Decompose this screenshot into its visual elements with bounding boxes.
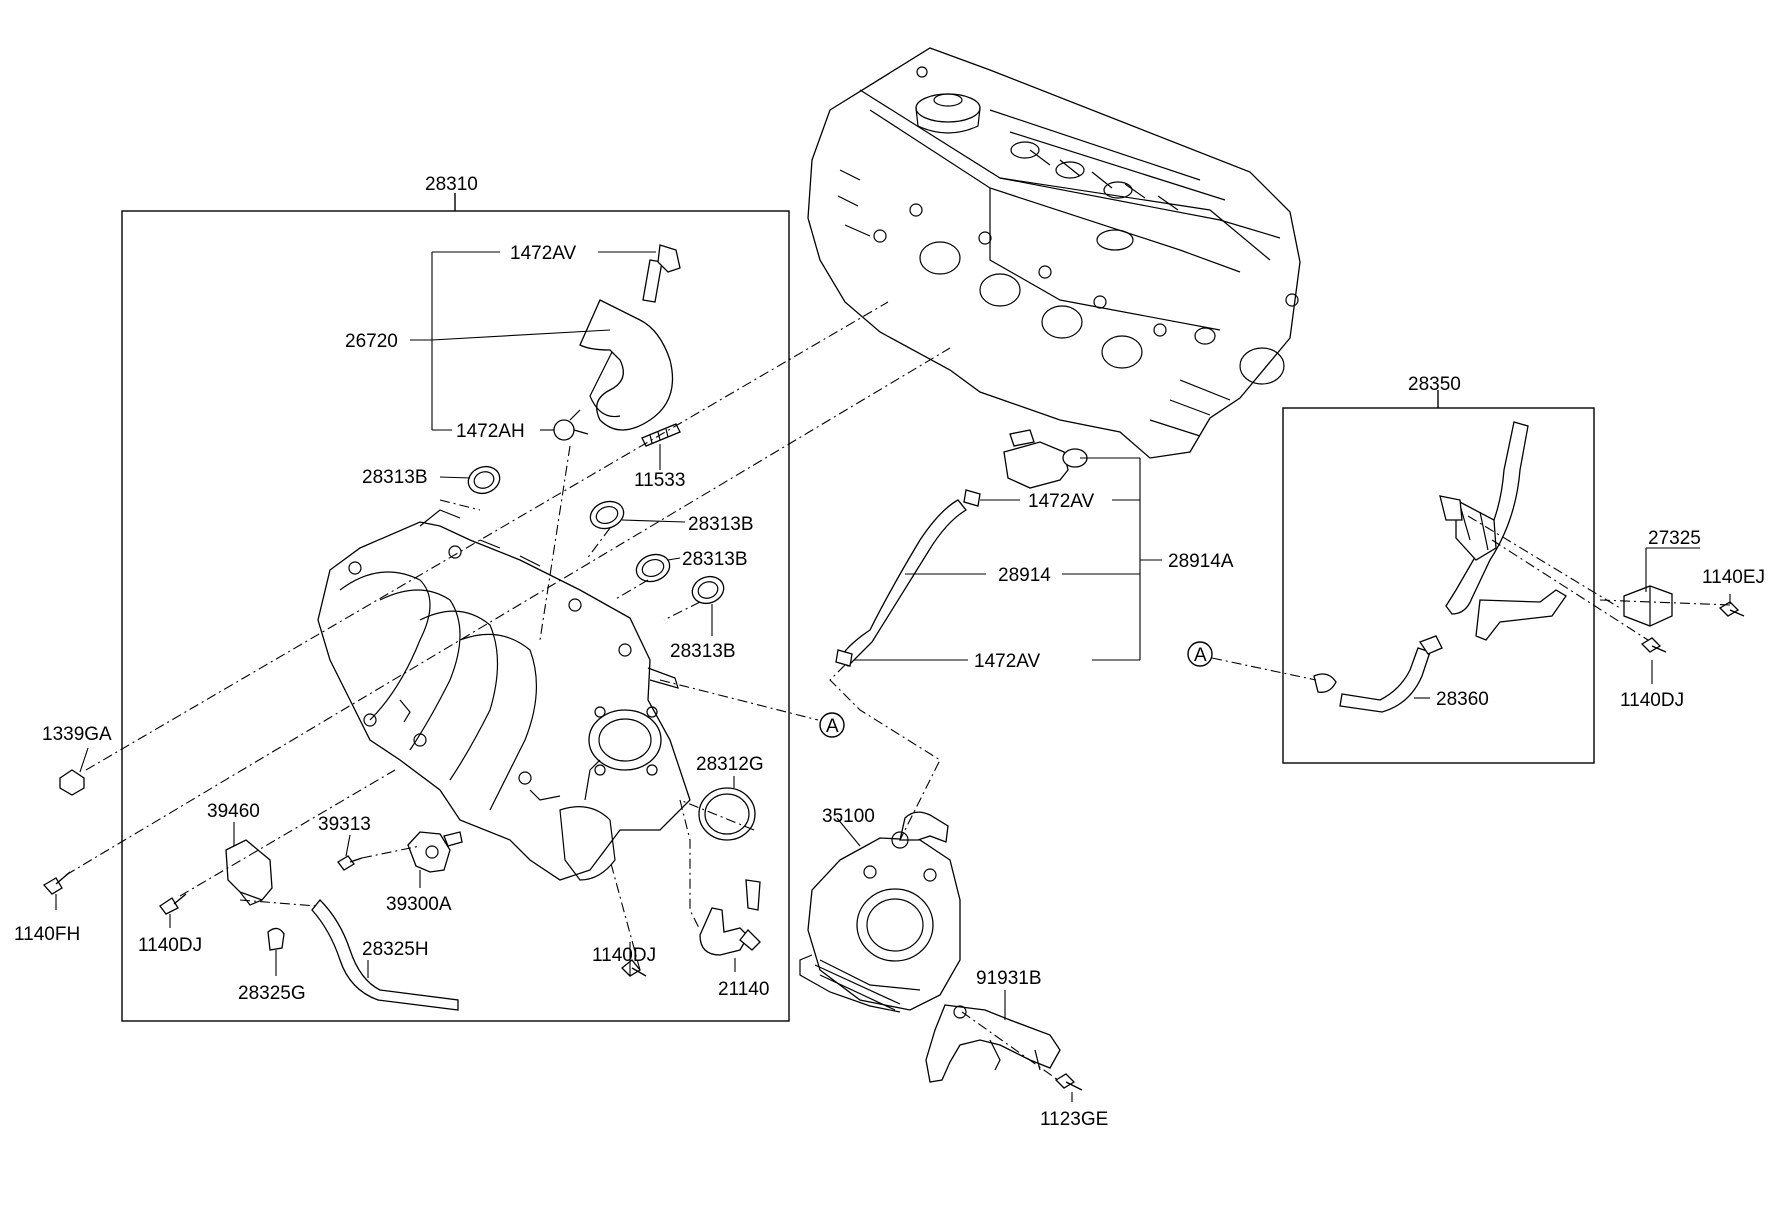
label-1339ga: 1339GA bbox=[42, 724, 112, 745]
coolant-pipe-28350-illustration bbox=[1439, 421, 1567, 641]
label-35100: 35100 bbox=[822, 806, 875, 827]
label-28310: 28310 bbox=[425, 174, 478, 195]
leader-lines bbox=[55, 251, 1731, 1102]
label-28360: 28360 bbox=[1436, 689, 1489, 710]
bolt-illustrations bbox=[42, 601, 1745, 1091]
label-1472ah: 1472AH bbox=[456, 421, 525, 442]
label-28914: 28914 bbox=[998, 565, 1051, 586]
label-28313b-2: 28313B bbox=[688, 514, 754, 535]
label-1472av-mid2: 1472AV bbox=[974, 651, 1041, 672]
label-1140fh: 1140FH bbox=[14, 924, 80, 945]
label-28313b-4: 28313B bbox=[670, 641, 736, 662]
label-11533: 11533 bbox=[634, 470, 685, 491]
label-1140dj-mid: 1140DJ bbox=[592, 945, 656, 966]
label-1140dj-right: 1140DJ bbox=[1620, 690, 1684, 711]
label-28313b-3: 28313B bbox=[682, 549, 748, 570]
clamp-1472AH-illustration bbox=[553, 409, 589, 441]
elbow-21140-illustration bbox=[699, 879, 761, 956]
label-39300a: 39300A bbox=[386, 894, 452, 915]
gasket-28313B-illustration bbox=[467, 465, 725, 605]
hose-28325H-illustration bbox=[311, 899, 459, 1011]
sensor-39300A-illustration bbox=[407, 831, 463, 873]
label-28312g: 28312G bbox=[696, 754, 764, 775]
cylinder-head-illustration bbox=[807, 47, 1301, 459]
gasket-28312G-illustration bbox=[698, 787, 756, 841]
reference-marker-a-right bbox=[1187, 641, 1213, 667]
label-28325g: 28325G bbox=[238, 983, 306, 1004]
label-26720: 26720 bbox=[345, 331, 398, 352]
label-1472av-top: 1472AV bbox=[510, 243, 577, 264]
clip-28325G-illustration bbox=[267, 927, 285, 951]
label-91931b: 91931B bbox=[976, 968, 1042, 989]
bracket-illustration bbox=[925, 1004, 1061, 1083]
label-a-left: A bbox=[826, 716, 839, 737]
label-1140ej: 1140EJ bbox=[1702, 567, 1765, 588]
hose-28360-illustration bbox=[1313, 635, 1443, 713]
label-28313b-1: 28313B bbox=[362, 467, 428, 488]
pcv-hose-26720-illustration bbox=[579, 244, 681, 431]
sensor-39460-illustration bbox=[225, 839, 273, 906]
part-number-labels: 28310 1472AV 26720 1472AH 11533 28313B 2… bbox=[14, 174, 1765, 1130]
valve-28914A-illustration bbox=[1003, 429, 1088, 489]
label-1140dj-left: 1140DJ bbox=[138, 935, 202, 956]
intake-manifold-illustration bbox=[317, 509, 691, 881]
label-21140: 21140 bbox=[718, 979, 769, 1000]
label-28350: 28350 bbox=[1408, 374, 1461, 395]
installation-dashed-lines bbox=[65, 301, 1731, 1081]
throttle-body-illustration bbox=[799, 811, 961, 1013]
label-1123ge: 1123GE bbox=[1040, 1109, 1108, 1130]
label-39313: 39313 bbox=[318, 814, 371, 835]
label-39460: 39460 bbox=[207, 801, 260, 822]
label-28914a: 28914A bbox=[1168, 551, 1234, 572]
sensor-27325-illustration bbox=[1623, 585, 1673, 627]
hose-28914-illustration bbox=[835, 489, 981, 667]
reference-marker-a-left bbox=[819, 712, 845, 738]
label-a-right: A bbox=[1194, 645, 1207, 666]
label-27325: 27325 bbox=[1648, 528, 1701, 549]
label-1472av-mid1: 1472AV bbox=[1028, 491, 1095, 512]
label-28325h: 28325H bbox=[362, 939, 429, 960]
